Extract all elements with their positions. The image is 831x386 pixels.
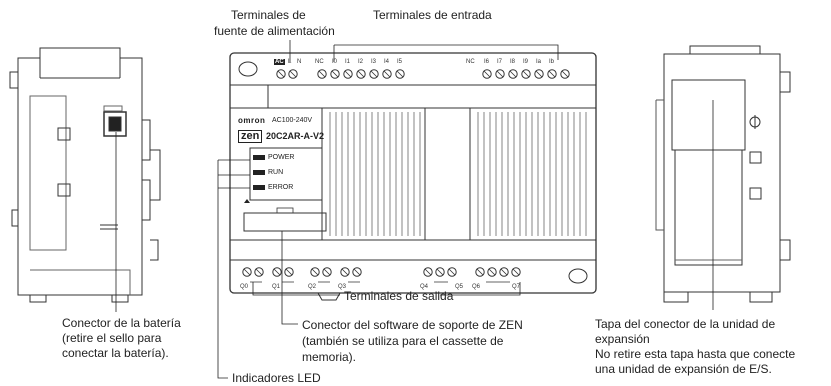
input-ia: Ia bbox=[536, 59, 542, 65]
zen-connector-label-line3: memoria). bbox=[302, 350, 357, 364]
ac-label: AC bbox=[274, 59, 285, 65]
voltage-label: AC100-240V bbox=[272, 117, 313, 124]
output-q6: Q6 bbox=[472, 284, 481, 290]
input-i9: I9 bbox=[523, 59, 529, 65]
input-i4: I4 bbox=[384, 59, 390, 65]
battery-label-line2: (retire el sello para bbox=[62, 331, 162, 345]
input-nc-right: NC bbox=[466, 59, 475, 65]
output-q2: Q2 bbox=[308, 284, 317, 290]
left-side-view bbox=[9, 47, 161, 303]
led-error-label: ERROR bbox=[268, 184, 294, 191]
output-q4: Q4 bbox=[420, 284, 429, 290]
input-i8: I8 bbox=[510, 59, 516, 65]
battery-label-line1: Conector de la batería bbox=[62, 316, 181, 330]
front-grille-left bbox=[329, 112, 421, 236]
omron-logo: omron bbox=[238, 116, 266, 125]
led-indicators-label: Indicadores LED bbox=[232, 371, 321, 385]
bottom-screw-terminals bbox=[242, 267, 521, 283]
input-i5: I5 bbox=[397, 59, 403, 65]
l-label: L bbox=[288, 59, 292, 65]
input-i7: I7 bbox=[497, 59, 503, 65]
output-q3: Q3 bbox=[338, 284, 347, 290]
input-i2: I2 bbox=[358, 59, 364, 65]
zen-connector-label-line2: (también se utiliza para el cassette de bbox=[302, 334, 504, 348]
power-terminals-label-line2: fuente de alimentación bbox=[214, 24, 335, 38]
output-q0: Q0 bbox=[240, 284, 249, 290]
top-screw-terminals bbox=[276, 69, 570, 79]
output-q7: Q7 bbox=[512, 284, 521, 290]
input-ib: Ib bbox=[549, 59, 555, 65]
front-grille-right bbox=[477, 112, 587, 236]
output-terminals-label: Terminales de salida bbox=[344, 289, 454, 303]
right-side-view bbox=[655, 45, 791, 303]
expansion-label-line1: Tapa del conector de la unidad de bbox=[595, 317, 776, 331]
led-panel bbox=[249, 147, 323, 201]
model-label: 20C2AR-A-V2 bbox=[266, 131, 325, 141]
input-i6: I6 bbox=[484, 59, 490, 65]
input-i3: I3 bbox=[371, 59, 377, 65]
bottom-clip bbox=[317, 292, 341, 301]
led-run-label: RUN bbox=[268, 169, 284, 176]
output-q1: Q1 bbox=[272, 284, 281, 290]
input-i0: I0 bbox=[332, 59, 338, 65]
callout-lines bbox=[115, 40, 714, 379]
input-terminals-label: Terminales de entrada bbox=[373, 8, 492, 22]
front-view bbox=[229, 52, 597, 294]
n-label: N bbox=[297, 59, 302, 65]
input-nc-left: NC bbox=[315, 59, 324, 65]
expansion-label-line2: expansión bbox=[595, 332, 650, 346]
led-power-label: POWER bbox=[268, 154, 295, 161]
battery-label-line3: conectar la batería). bbox=[62, 346, 169, 360]
zen-support-connector bbox=[243, 212, 327, 232]
zen-logo: zen bbox=[238, 130, 263, 143]
power-terminals-label-line1: Terminales de bbox=[231, 8, 306, 22]
expansion-label-line3: No retire esta tapa hasta que conecte bbox=[595, 347, 796, 361]
input-i1: I1 bbox=[345, 59, 351, 65]
zen-connector-label-line1: Conector del software de soporte de ZEN bbox=[302, 318, 523, 332]
output-q5: Q5 bbox=[455, 284, 464, 290]
expansion-label-line4: una unidad de expansión de E/S. bbox=[595, 362, 772, 376]
